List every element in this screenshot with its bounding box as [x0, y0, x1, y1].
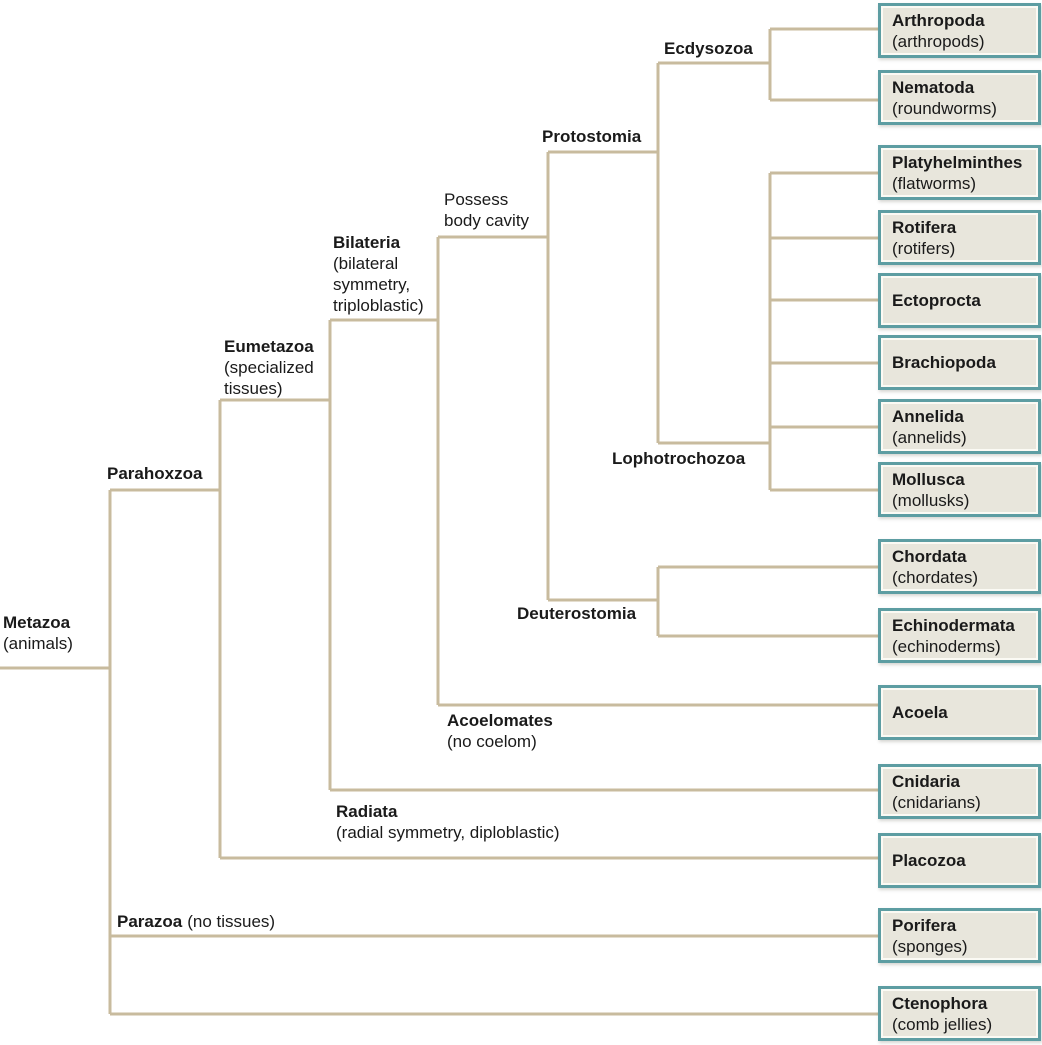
clade-detail: (radial symmetry, diploblastic)	[336, 823, 560, 842]
clade-name: Parazoa	[117, 912, 183, 931]
taxon-name: Acoela	[892, 703, 948, 722]
taxon-box-echinodermata: Echinodermata (echinoderms)	[878, 608, 1041, 663]
taxon-name: Echinodermata	[892, 615, 1015, 635]
clade-label-radiata: Radiata (radial symmetry, diploblastic)	[336, 801, 616, 843]
clade-label-protostomia: Protostomia	[542, 126, 641, 147]
clade-detail: (animals)	[3, 634, 73, 653]
taxon-common: (cnidarians)	[892, 792, 981, 812]
clade-name: Lophotrochozoa	[612, 449, 746, 468]
clade-name: Parahoxzoa	[107, 464, 203, 483]
clade-label-acoelomates: Acoelomates (no coelom)	[447, 710, 597, 752]
clade-label-eumetazoa: Eumetazoa (specialized tissues)	[224, 336, 334, 399]
taxon-common: (rotifers)	[892, 238, 956, 258]
taxon-name: Placozoa	[892, 851, 966, 870]
clade-name: Metazoa	[3, 613, 71, 632]
taxon-box-mollusca: Mollusca (mollusks)	[878, 462, 1041, 517]
clade-name: Eumetazoa	[224, 337, 314, 356]
clade-label-metazoa: Metazoa (animals)	[3, 612, 73, 654]
clade-name: Bilateria	[333, 233, 401, 252]
taxon-name: Ctenophora	[892, 993, 988, 1013]
clade-name: Ecdysozoa	[664, 39, 753, 58]
clade-detail: (bilateral symmetry, triploblastic)	[333, 254, 424, 315]
taxon-box-porifera: Porifera (sponges)	[878, 908, 1041, 963]
clade-detail: (specialized tissues)	[224, 358, 314, 398]
taxon-common: (flatworms)	[892, 173, 977, 193]
clade-label-bilateria: Bilateria (bilateral symmetry, triplobla…	[333, 232, 439, 316]
taxon-box-nematoda: Nematoda (roundworms)	[878, 70, 1041, 125]
clade-detail: (no tissues)	[187, 912, 276, 931]
taxon-name: Cnidaria	[892, 771, 961, 791]
taxon-box-cnidaria: Cnidaria (cnidarians)	[878, 764, 1041, 819]
taxon-name: Chordata	[892, 546, 967, 566]
taxon-box-chordata: Chordata (chordates)	[878, 539, 1041, 594]
taxon-name: Annelida	[892, 406, 964, 426]
taxon-common: (chordates)	[892, 567, 978, 587]
clade-label-body-cavity: Possess body cavity	[444, 189, 544, 231]
clade-label-ecdysozoa: Ecdysozoa	[664, 38, 753, 59]
taxon-common: (echinoderms)	[892, 636, 1001, 656]
clade-label-parahoxzoa: Parahoxzoa	[107, 463, 202, 484]
clade-label-parazoa: Parazoa(no tissues)	[117, 911, 275, 932]
taxon-box-annelida: Annelida (annelids)	[878, 399, 1041, 454]
taxon-common: (arthropods)	[892, 31, 985, 51]
branch-path	[0, 27, 882, 1016]
taxon-name: Brachiopoda	[892, 353, 996, 372]
taxon-name: Nematoda	[892, 77, 975, 97]
taxon-common: (roundworms)	[892, 98, 997, 118]
taxon-box-rotifera: Rotifera (rotifers)	[878, 210, 1041, 265]
taxon-common: (comb jellies)	[892, 1014, 993, 1034]
taxon-name: Platyhelminthes	[892, 152, 1023, 172]
taxon-box-brachiopoda: Brachiopoda	[878, 335, 1041, 390]
taxon-name: Mollusca	[892, 469, 965, 489]
taxon-common: (mollusks)	[892, 490, 970, 510]
taxon-name: Ectoprocta	[892, 291, 981, 310]
taxon-common: (annelids)	[892, 427, 967, 447]
taxon-box-placozoa: Placozoa	[878, 833, 1041, 888]
clade-label-lophotrochozoa: Lophotrochozoa	[612, 448, 745, 469]
clade-name: Radiata	[336, 802, 398, 821]
clade-name: Protostomia	[542, 127, 642, 146]
clade-name: Deuterostomia	[517, 604, 637, 623]
taxon-box-ctenophora: Ctenophora (comb jellies)	[878, 986, 1041, 1041]
taxon-box-arthropoda: Arthropoda (arthropods)	[878, 3, 1041, 58]
taxon-name: Arthropoda	[892, 10, 985, 30]
taxon-box-ectoprocta: Ectoprocta	[878, 273, 1041, 328]
taxon-name: Rotifera	[892, 217, 957, 237]
taxon-box-acoela: Acoela	[878, 685, 1041, 740]
taxon-name: Porifera	[892, 915, 957, 935]
clade-label-deuterostomia: Deuterostomia	[517, 603, 636, 624]
taxon-common: (sponges)	[892, 936, 968, 956]
clade-detail: Possess body cavity	[444, 190, 530, 230]
taxon-box-platyhelminthes: Platyhelminthes (flatworms)	[878, 145, 1041, 200]
clade-name: Acoelomates	[447, 711, 553, 730]
clade-detail: (no coelom)	[447, 732, 537, 751]
